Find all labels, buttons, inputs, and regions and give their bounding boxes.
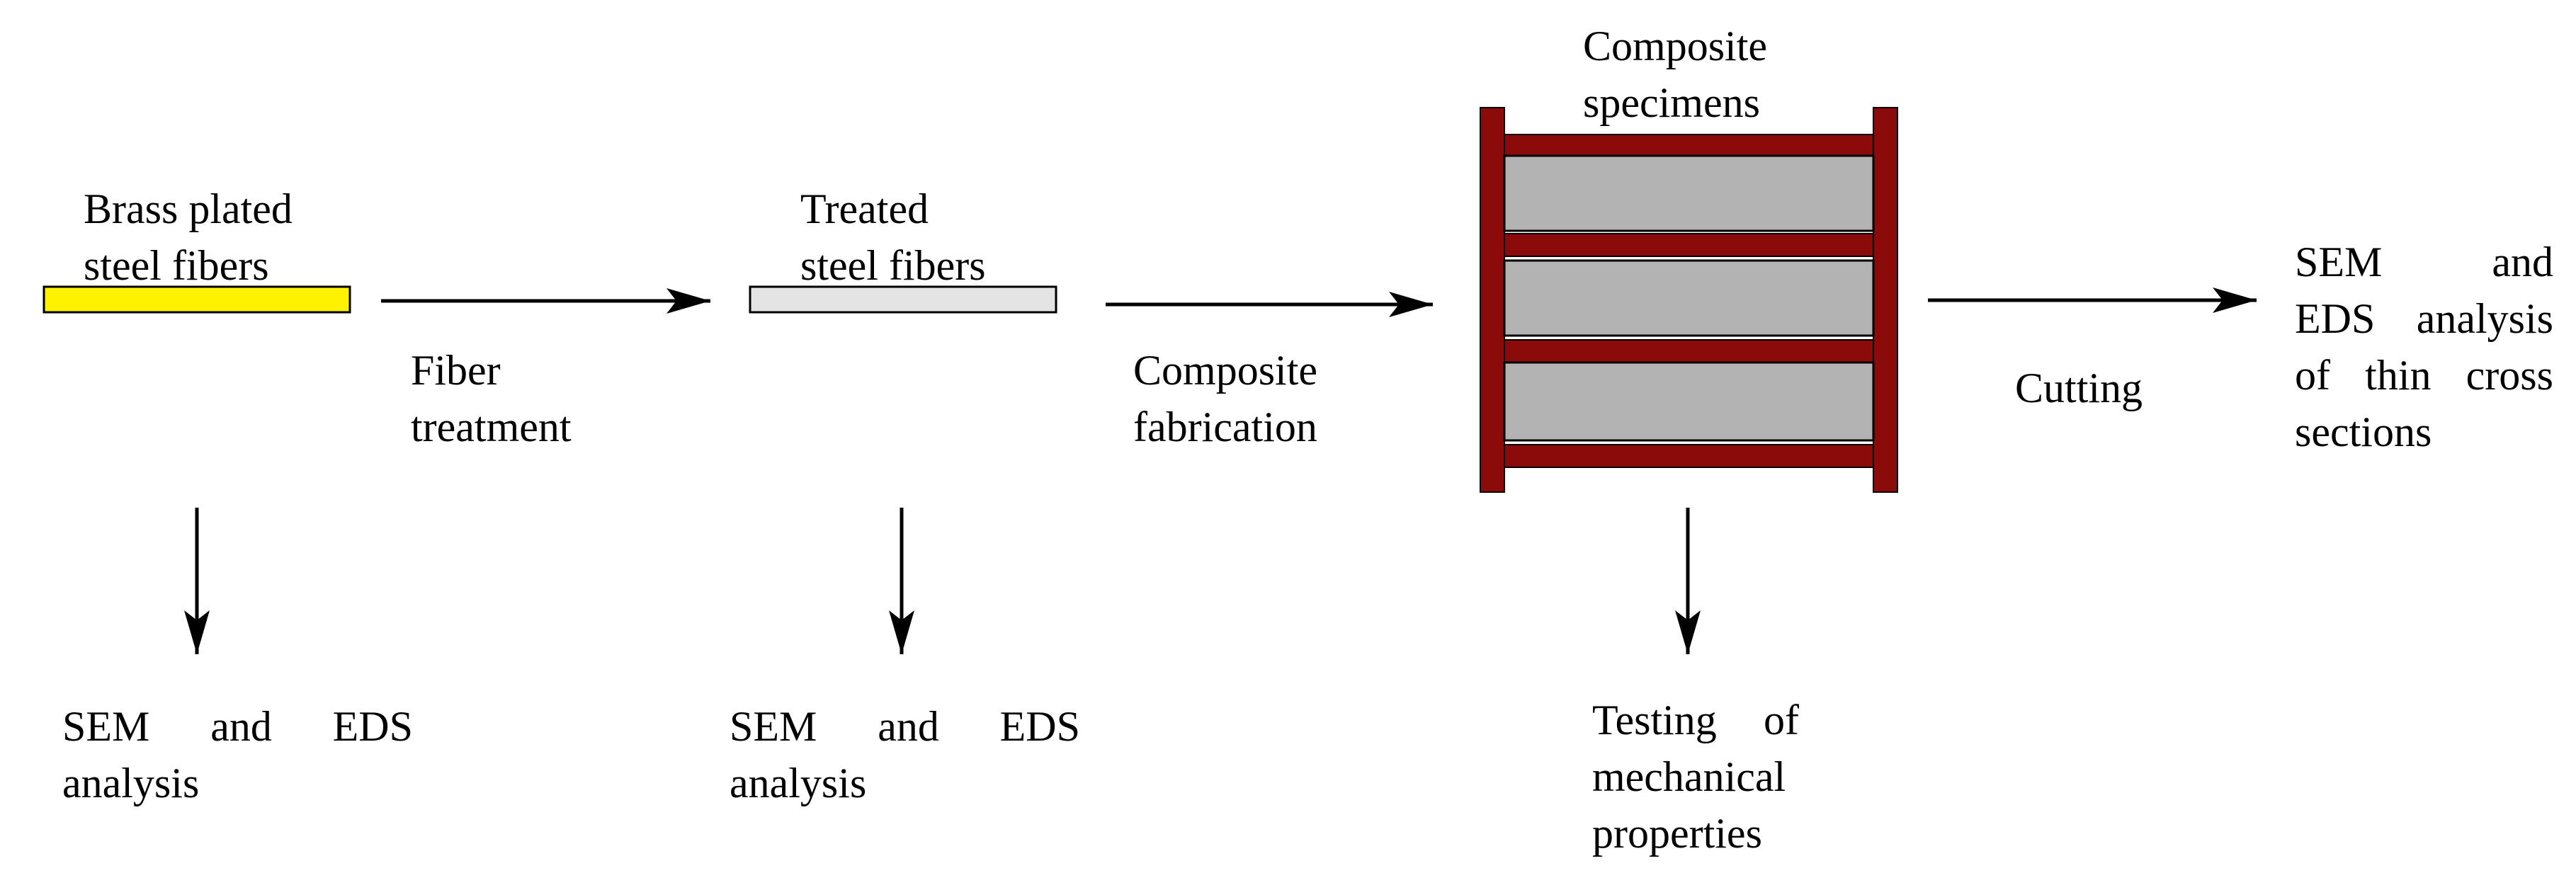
cross-section-analysis-label: SEM and EDS analysis of thin cross secti…: [2295, 234, 2553, 460]
stage1-analysis-line1: SEM and EDS: [62, 698, 413, 755]
stage1-analysis-word-1: SEM: [62, 703, 150, 750]
cross-section-line1-word-2: and: [2492, 239, 2553, 285]
composite-fabrication-line2: fabrication: [1133, 404, 1317, 450]
specimen-layer-1: [1503, 154, 1875, 232]
cross-section-line2-word-1: EDS: [2295, 295, 2376, 342]
cutting-label: Cutting: [2015, 360, 2143, 416]
cross-section-line2: EDS analysis: [2295, 290, 2553, 347]
stage2-analysis-label: SEM and EDS analysis: [730, 698, 1080, 811]
composite-specimens-line2: specimens: [1583, 79, 1760, 126]
frame-bar-1: [1504, 134, 1874, 156]
composite-specimen-graphic: [1480, 107, 1898, 493]
stage1-analysis-word-3: EDS: [332, 703, 413, 750]
treated-fiber: [749, 285, 1057, 314]
fiber-treatment-line2: treatment: [411, 404, 572, 450]
testing-line1: Testing of: [1592, 692, 1799, 748]
testing-line2: mechanical: [1592, 753, 1786, 800]
stage2-analysis-word-2: and: [878, 703, 939, 750]
brass-fiber-label: Brass plated steel fibers: [84, 181, 293, 294]
cross-section-line3: of thin cross: [2295, 347, 2553, 404]
stage1-analysis-line2: analysis: [62, 760, 200, 806]
specimen-layer-3: [1503, 361, 1875, 442]
frame-bar-3: [1504, 339, 1874, 363]
testing-label: Testing of mechanical properties: [1592, 692, 1799, 862]
cross-section-line1-word-1: SEM: [2295, 239, 2383, 285]
frame-bar-4: [1504, 444, 1874, 468]
composite-fabrication-label: Composite fabrication: [1133, 342, 1317, 455]
cutting-line1: Cutting: [2015, 365, 2143, 411]
cross-section-line3-word-3: cross: [2466, 352, 2553, 399]
treated-fiber-label: Treated steel fibers: [800, 181, 986, 294]
cross-section-line1: SEM and: [2295, 234, 2553, 290]
cross-section-line4: sections: [2295, 409, 2432, 455]
brass-fiber-label-line2: steel fibers: [84, 242, 269, 289]
frame-left-post: [1480, 107, 1505, 493]
stage2-analysis-line2: analysis: [730, 760, 867, 806]
frame-right-post: [1873, 107, 1898, 493]
composite-specimens-line1: Composite: [1583, 23, 1768, 69]
testing-word-2: of: [1764, 697, 1799, 743]
brass-plated-fiber: [42, 285, 351, 314]
composite-specimens-label: Composite specimens: [1583, 18, 1767, 131]
treated-fiber-label-line1: Treated: [800, 186, 929, 232]
cross-section-line3-word-1: of: [2295, 352, 2330, 399]
fiber-treatment-line1: Fiber: [411, 347, 501, 394]
testing-line3: properties: [1592, 810, 1762, 857]
composite-fabrication-line1: Composite: [1133, 347, 1318, 394]
brass-fiber-label-line1: Brass plated: [84, 186, 293, 232]
stage2-analysis-word-1: SEM: [730, 703, 817, 750]
stage1-analysis-word-2: and: [210, 703, 272, 750]
stage2-analysis-word-3: EDS: [999, 703, 1080, 750]
treated-fiber-label-line2: steel fibers: [800, 242, 986, 289]
cross-section-line2-word-2: analysis: [2416, 295, 2553, 342]
fiber-treatment-label: Fiber treatment: [411, 342, 572, 455]
stage1-analysis-label: SEM and EDS analysis: [62, 698, 413, 811]
specimen-layer-2: [1503, 259, 1875, 337]
testing-word-1: Testing: [1592, 697, 1717, 743]
cross-section-line3-word-2: thin: [2365, 352, 2432, 399]
stage2-analysis-line1: SEM and EDS: [730, 698, 1080, 755]
frame-bar-2: [1504, 233, 1874, 257]
